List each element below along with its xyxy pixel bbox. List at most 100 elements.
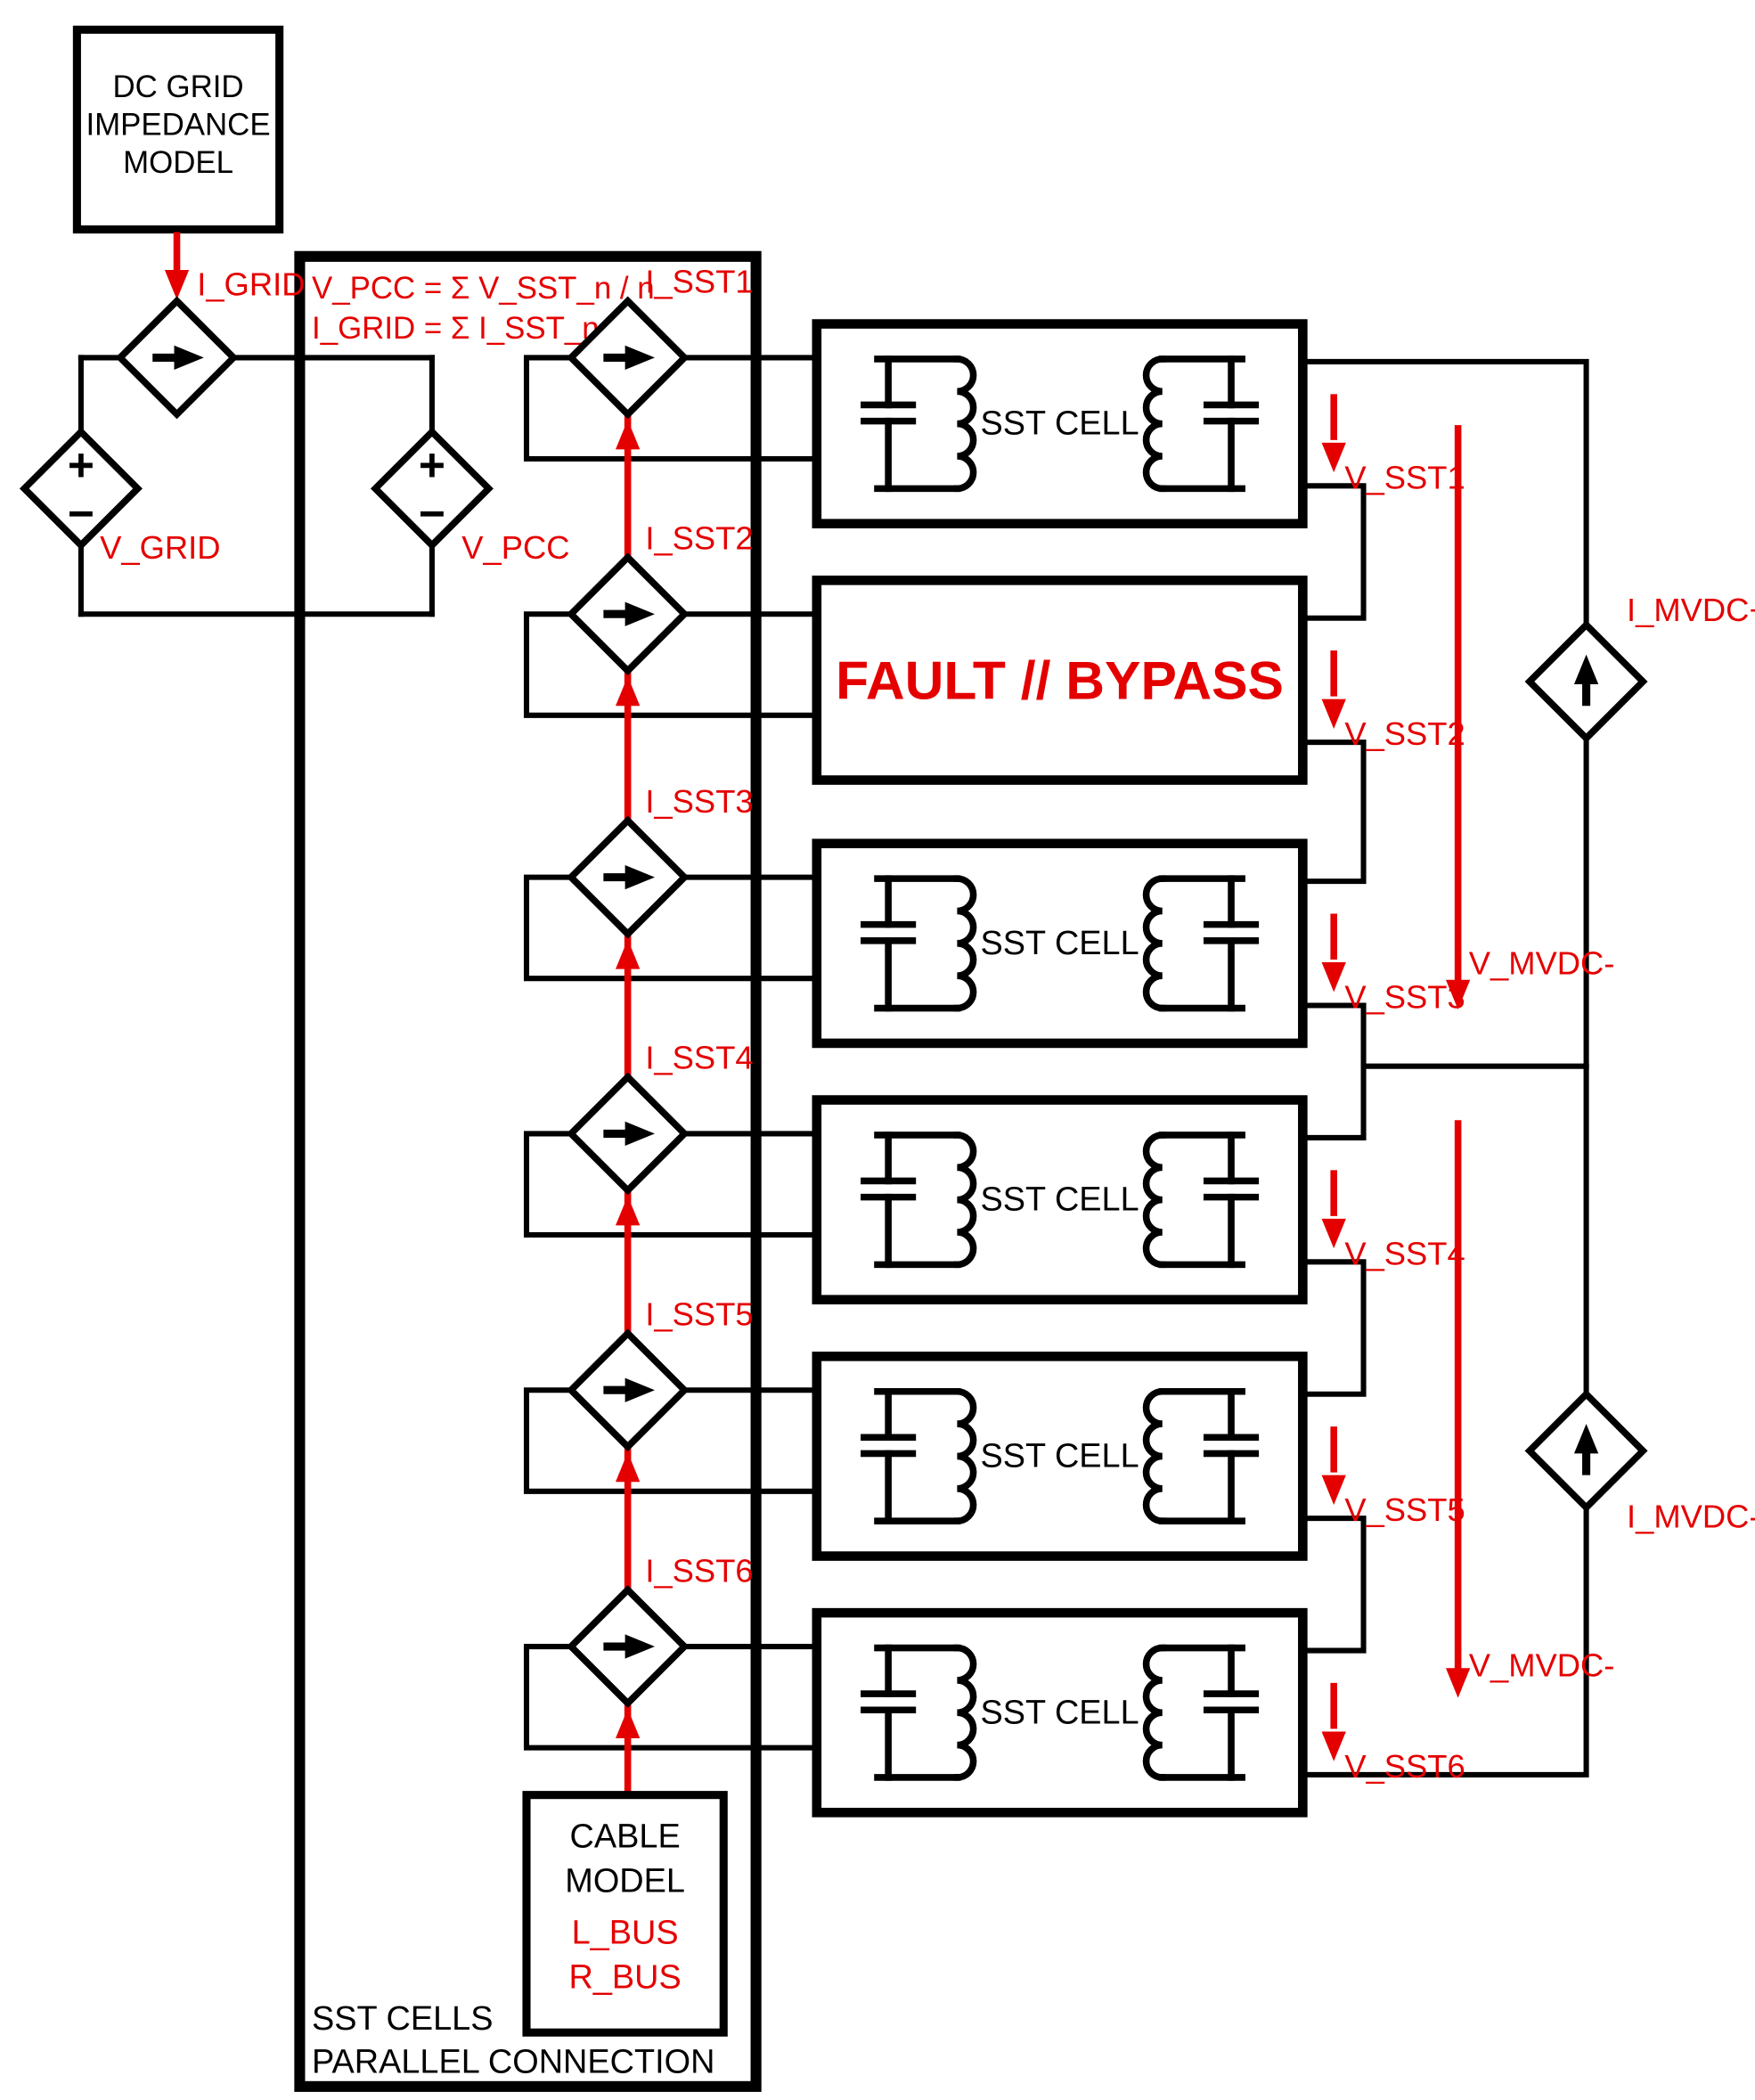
dc-grid-box-line2: IMPEDANCE xyxy=(86,107,270,142)
minus-sign: − xyxy=(419,487,445,539)
i-mvdc-minus-label: I_MVDC- xyxy=(1627,1499,1755,1535)
right-arrow-icon xyxy=(624,1121,655,1147)
mvdc-minus-source: I_MVDC- xyxy=(1524,1389,1755,1535)
v-sst3-label: V_SST3 xyxy=(1344,979,1465,1016)
up-arrow-icon xyxy=(616,420,641,450)
plus-sign: + xyxy=(419,438,445,490)
plus-sign: + xyxy=(68,438,94,490)
down-arrow-icon xyxy=(1321,1475,1346,1505)
right-arrow-icon xyxy=(624,1377,655,1402)
wire xyxy=(523,1387,820,1494)
sst-cell-unit-5: SST CELL I_SST5 V_SST5 xyxy=(566,1296,1465,1561)
i-mvdc-plus-label: I_MVDC+ xyxy=(1627,592,1755,628)
v-pcc-source-diamond xyxy=(370,427,494,551)
sst-cell-unit-1: SST CELL I_SST1 V_SST1 xyxy=(566,264,1465,529)
wire xyxy=(523,874,820,982)
v-sst5-label: V_SST5 xyxy=(1344,1491,1465,1528)
v-grid-source: + − V_GRID xyxy=(19,427,221,566)
i-grid-annotation: I_GRID xyxy=(164,232,306,303)
up-arrow-icon xyxy=(616,1451,641,1483)
up-arrow-icon xyxy=(616,675,641,707)
cable-box-line1: CABLE xyxy=(570,1818,681,1856)
v-grid-label: V_GRID xyxy=(100,529,220,566)
sst-cell-label: SST CELL xyxy=(980,1181,1139,1219)
wire xyxy=(1300,1002,1367,1140)
v-mvdc-lower-annotation: V_MVDC- xyxy=(1445,1120,1615,1698)
i-grid-label: I_GRID xyxy=(197,266,305,303)
sst-cell-unit-6: SST CELL I_SST6 V_SST6 xyxy=(566,1552,1465,1818)
fault-bypass-box xyxy=(812,576,1308,785)
v-mvdc-upper-label: V_MVDC- xyxy=(1469,945,1615,982)
sst-cell-label: SST CELL xyxy=(980,925,1139,962)
right-arrow-icon xyxy=(624,1634,655,1659)
right-arrow-icon xyxy=(624,345,655,371)
equation-vpcc: V_PCC = Σ V_SST_n / n xyxy=(312,271,655,306)
down-arrow-icon xyxy=(1321,1218,1346,1249)
sst-cell-label: SST CELL xyxy=(980,405,1139,443)
down-arrow-icon xyxy=(1321,442,1346,473)
i-sst1-label: I_SST1 xyxy=(645,264,753,300)
up-arrow-icon xyxy=(616,1196,641,1226)
wire xyxy=(1300,739,1367,885)
wire xyxy=(1300,483,1367,621)
wire xyxy=(1300,1504,1589,1777)
wire xyxy=(523,1644,820,1751)
v-pcc-label: V_PCC xyxy=(461,529,569,566)
right-arrow-icon xyxy=(624,864,655,890)
i-sst3-label: I_SST3 xyxy=(645,783,753,820)
parallel-box-annotations: V_PCC = Σ V_SST_n / n I_GRID = Σ I_SST_n… xyxy=(312,271,714,2081)
minus-sign: − xyxy=(68,487,94,539)
dc-grid-box xyxy=(72,25,284,234)
parallel-box-caption-1: SST CELLS xyxy=(312,2000,493,2038)
sst-cell-unit-3: SST CELL I_SST3 V_SST3 xyxy=(566,783,1465,1049)
cable-box-line4: R_BUS xyxy=(568,1958,681,1996)
v-sst1-label: V_SST1 xyxy=(1344,459,1465,495)
wire xyxy=(1300,1516,1367,1654)
cable-box-line3: L_BUS xyxy=(572,1914,679,1951)
i-sst6-label: I_SST6 xyxy=(645,1552,753,1589)
down-arrow-icon xyxy=(1321,699,1346,729)
v-sst2-label: V_SST2 xyxy=(1344,715,1465,752)
right-arrow-icon xyxy=(174,345,204,371)
wire xyxy=(523,355,820,462)
i-sst2-label: I_SST2 xyxy=(645,520,753,557)
up-arrow-icon xyxy=(616,939,641,969)
down-arrow-icon xyxy=(1321,962,1346,993)
i-sst5-label: I_SST5 xyxy=(645,1296,753,1333)
down-arrow-icon xyxy=(164,269,190,300)
v-sst4-label: V_SST4 xyxy=(1344,1235,1465,1271)
v-sst6-label: V_SST6 xyxy=(1344,1748,1465,1785)
fault-bypass-label: FAULT // BYPASS xyxy=(836,650,1284,711)
cable-model-box xyxy=(522,1791,728,2037)
equation-igrid: I_GRID = Σ I_SST_n xyxy=(312,311,600,346)
dc-grid-box-line1: DC GRID xyxy=(112,69,243,104)
sst-cell-label: SST CELL xyxy=(980,1694,1139,1731)
wire xyxy=(523,611,820,718)
i-sst4-label: I_SST4 xyxy=(645,1040,753,1076)
mvdc-plus-source: I_MVDC+ xyxy=(1524,592,1755,743)
wiring-layer xyxy=(78,355,1589,1777)
down-arrow-icon xyxy=(1445,1668,1471,1698)
v-mvdc-upper-annotation: V_MVDC- xyxy=(1445,425,1615,1010)
v-pcc-source: + − V_PCC xyxy=(370,427,570,566)
sst-cell-label: SST CELL xyxy=(980,1438,1139,1475)
v-grid-source-diamond xyxy=(19,427,143,551)
down-arrow-icon xyxy=(1321,1731,1346,1761)
sst-current-bus xyxy=(616,302,641,1795)
wire xyxy=(523,1131,820,1238)
right-arrow-icon xyxy=(624,601,655,626)
cable-box-line2: MODEL xyxy=(565,1863,685,1900)
parallel-box-caption-2: PARALLEL CONNECTION xyxy=(312,2044,714,2081)
dc-grid-impedance-block: DC GRID IMPEDANCE MODEL xyxy=(72,25,284,234)
i-grid-source xyxy=(115,296,239,420)
sst-cell-unit-4: SST CELL I_SST4 V_SST4 xyxy=(566,1040,1465,1305)
up-arrow-icon xyxy=(1573,1424,1599,1454)
wire xyxy=(1300,1259,1367,1397)
up-arrow-icon xyxy=(616,1708,641,1739)
cable-model-block: CABLE MODEL L_BUS R_BUS xyxy=(522,1791,728,2037)
v-mvdc-lower-label: V_MVDC- xyxy=(1469,1646,1615,1683)
sst-cell-unit-2: FAULT // BYPASS I_SST2 V_SST2 xyxy=(566,520,1465,785)
dc-grid-box-line3: MODEL xyxy=(123,145,233,180)
up-arrow-icon xyxy=(1573,654,1599,684)
